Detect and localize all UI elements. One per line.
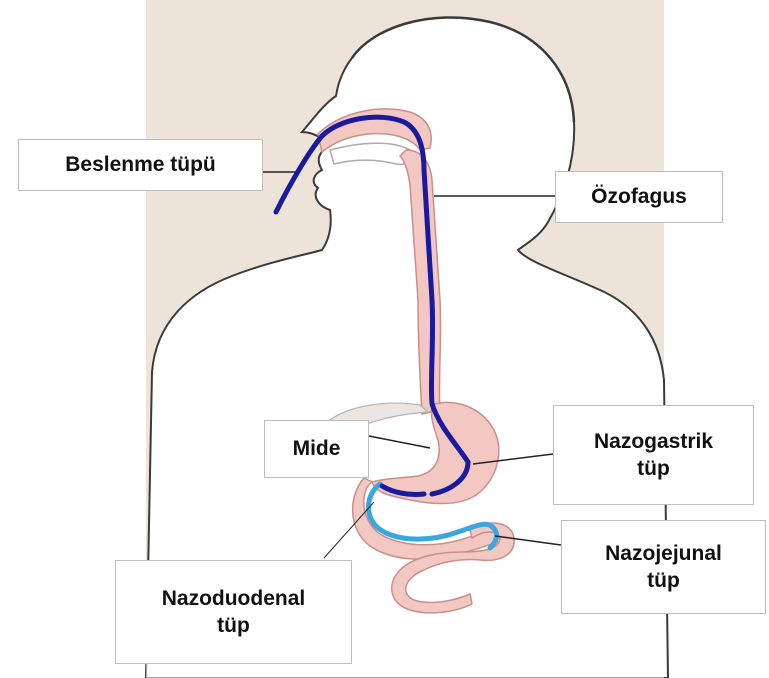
label-feeding-tube-text: Beslenme tüpü — [65, 151, 216, 178]
label-feeding-tube: Beslenme tüpü — [18, 139, 263, 191]
label-nasogastric-line1: Nazogastrik — [594, 428, 713, 455]
label-nasogastric-line2: tüp — [637, 455, 670, 482]
label-esophagus: Özofagus — [555, 171, 723, 223]
label-nasojejunal-line2: tüp — [647, 567, 680, 594]
label-nasoduodenal-line1: Nazoduodenal — [162, 585, 306, 612]
label-stomach-text: Mide — [293, 435, 341, 462]
label-nasojejunal-line1: Nazojejunal — [605, 540, 722, 567]
label-nasojejunal-tube: Nazojejunal tüp — [561, 520, 766, 614]
label-nasogastric-tube: Nazogastrik tüp — [553, 405, 754, 505]
label-esophagus-text: Özofagus — [591, 183, 687, 210]
label-nasoduodenal-tube: Nazoduodenal tüp — [115, 560, 352, 664]
label-stomach: Mide — [264, 420, 369, 478]
label-nasoduodenal-line2: tüp — [217, 612, 250, 639]
